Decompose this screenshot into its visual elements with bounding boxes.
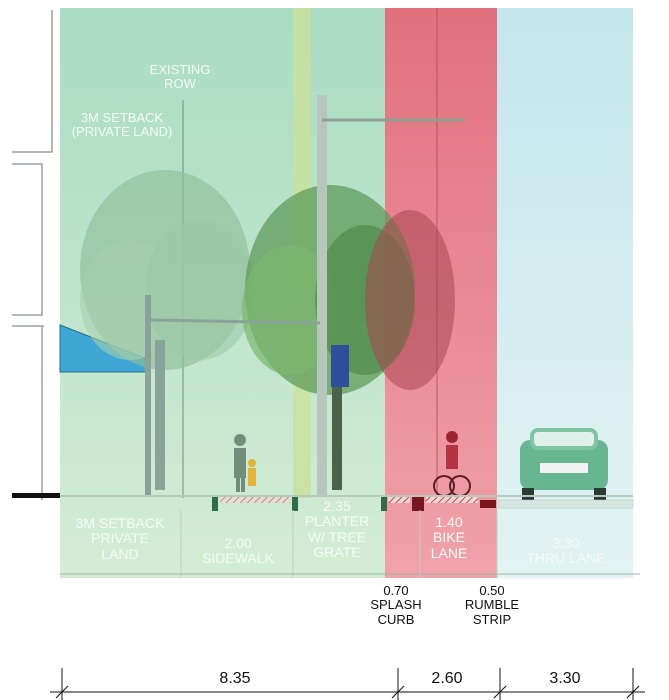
cyclist	[433, 431, 471, 497]
zone-thru-line-2: THRU LANE	[526, 550, 606, 567]
bottom-dim-2-60: 2.60	[431, 670, 463, 687]
curb-marker-1	[212, 497, 218, 511]
pedestrians	[234, 434, 256, 492]
existing-row-line-1: EXISTING	[149, 62, 211, 77]
zone-label-thru-lane: 3.30 THRU LANE	[500, 535, 632, 567]
zone-label-sidewalk: 2.00 SIDEWALK	[184, 535, 292, 567]
bike-hatch	[426, 497, 478, 503]
zone-planter-line-3: W/ TREE	[307, 528, 367, 545]
zone-thru-line-1: 3.30	[552, 535, 580, 551]
curb-marker-2	[292, 497, 298, 511]
zone-planter-line-4: GRATE	[313, 544, 361, 561]
zone-bike-line-3: LANE	[430, 544, 468, 561]
zone-planter-line-2: PLANTER	[304, 513, 370, 530]
building-outline	[12, 10, 53, 500]
splash-curb-block	[412, 497, 424, 511]
rumble-line-2: RUMBLE	[464, 597, 520, 613]
building-pole	[145, 295, 321, 495]
thru-lane-zone	[497, 8, 633, 578]
rumble-line-1: 0.50	[479, 583, 505, 598]
bottom-dim-3-30: 3.30	[549, 670, 581, 687]
zone-label-bike: 1.40 BIKE LANE	[420, 514, 478, 561]
rumble-line-3: STRIP	[472, 611, 512, 627]
zone-dividers	[180, 510, 498, 578]
setback-annotation: 3M SETBACK (PRIVATE LAND)	[62, 110, 182, 140]
bottom-dim-8-35: 8.35	[219, 670, 251, 687]
zone-setback-line-2: PRIVATE	[91, 530, 149, 547]
sidewalk-hatch	[220, 497, 290, 503]
zone-bike-line-1: 1.40	[435, 514, 463, 530]
curb-marker-3	[381, 497, 387, 511]
street-light	[317, 95, 465, 495]
tree-bike	[365, 210, 455, 390]
splash-line-1: 0.70	[383, 583, 409, 598]
zone-label-planter: 2.35 PLANTER W/ TREE GRATE	[293, 498, 381, 561]
bottom-dimension-line	[50, 668, 645, 700]
zone-bike-line-2: BIKE	[433, 529, 465, 546]
car	[520, 428, 608, 500]
rumble-strip-block	[480, 500, 496, 508]
zone-planter-line-1: 2.35	[323, 498, 351, 514]
zone-sidewalk-line-1: 2.00	[224, 535, 252, 551]
sub-dim-splash-curb: 0.70 SPLASH CURB	[366, 583, 426, 627]
splash-curb-hatch	[388, 497, 410, 503]
splash-line-2: SPLASH	[370, 597, 422, 613]
existing-row-line-2: ROW	[164, 76, 196, 92]
zone-sidewalk-line-2: SIDEWALK	[202, 550, 274, 567]
zone-setback-line-3: LAND	[101, 545, 139, 562]
sub-dim-rumble-strip: 0.50 RUMBLE STRIP	[456, 583, 528, 627]
splash-line-3: CURB	[377, 611, 415, 627]
setback-annotation-line-2: (PRIVATE LAND)	[71, 124, 173, 140]
zone-setback-line-1: 3M SETBACK	[75, 515, 165, 531]
zone-label-setback: 3M SETBACK PRIVATE LAND	[60, 515, 180, 562]
existing-row-label: EXISTING ROW	[140, 62, 220, 92]
road-hatch	[497, 499, 634, 509]
setback-annotation-line-1: 3M SETBACK	[80, 110, 164, 125]
ground-line-left	[12, 493, 60, 498]
